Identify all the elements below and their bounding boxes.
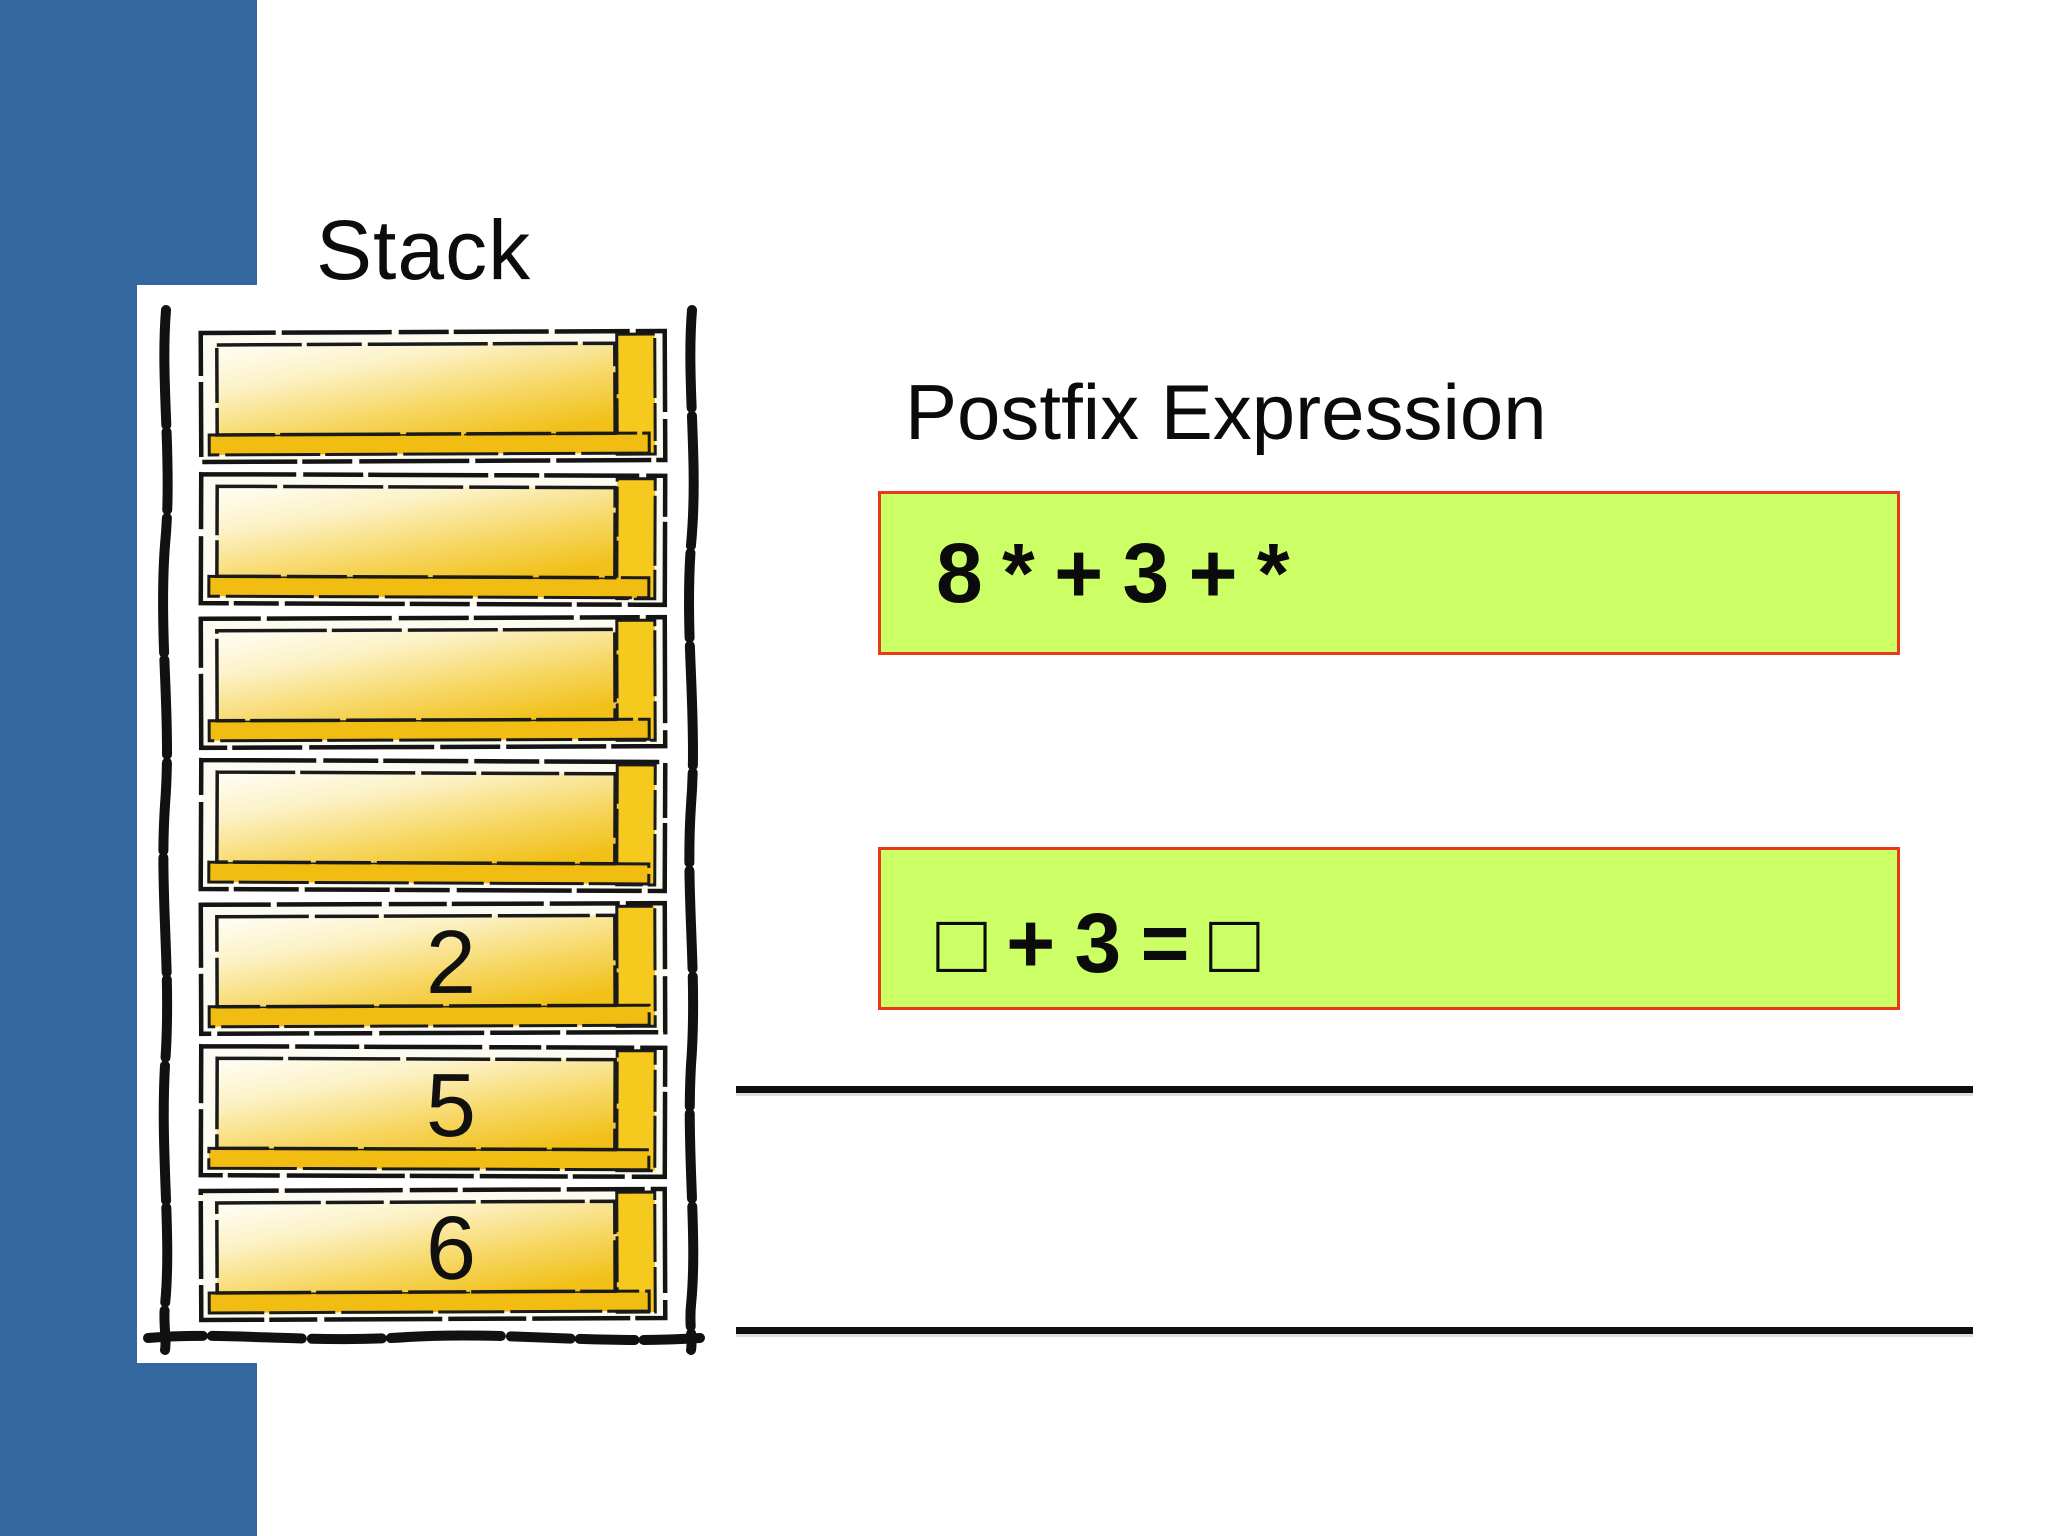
horizontal-divider-bottom bbox=[736, 1327, 1973, 1334]
stack-container-right-wall bbox=[683, 305, 699, 1355]
postfix-title: Postfix Expression bbox=[905, 368, 1547, 456]
horizontal-divider-top bbox=[736, 1086, 1973, 1093]
stack-slot bbox=[198, 614, 668, 751]
stack-slot-value: 2 bbox=[426, 913, 476, 1013]
stack-slot bbox=[198, 757, 668, 894]
stack-slot-value: 5 bbox=[426, 1056, 476, 1156]
stack-container-floor bbox=[143, 1330, 705, 1346]
stack-diagram: 2 5 6 bbox=[143, 305, 705, 1355]
stack-container-left-wall bbox=[157, 305, 173, 1355]
evaluation-step-box: □ + 3 = □ bbox=[878, 847, 1900, 1010]
stack-heading: Stack bbox=[316, 203, 532, 297]
stack-slot: 2 bbox=[198, 900, 668, 1037]
stack-slot: 6 bbox=[198, 1186, 668, 1323]
postfix-expression-text: 8 * + 3 + * bbox=[936, 525, 1290, 620]
postfix-expression-box: 8 * + 3 + * bbox=[878, 491, 1900, 655]
evaluation-step-text: □ + 3 = □ bbox=[936, 896, 1260, 990]
stack-slot bbox=[198, 328, 668, 465]
stack-slot: 5 bbox=[198, 1043, 668, 1180]
stack-slot-value: 6 bbox=[426, 1199, 476, 1299]
stack-slot bbox=[198, 471, 668, 608]
